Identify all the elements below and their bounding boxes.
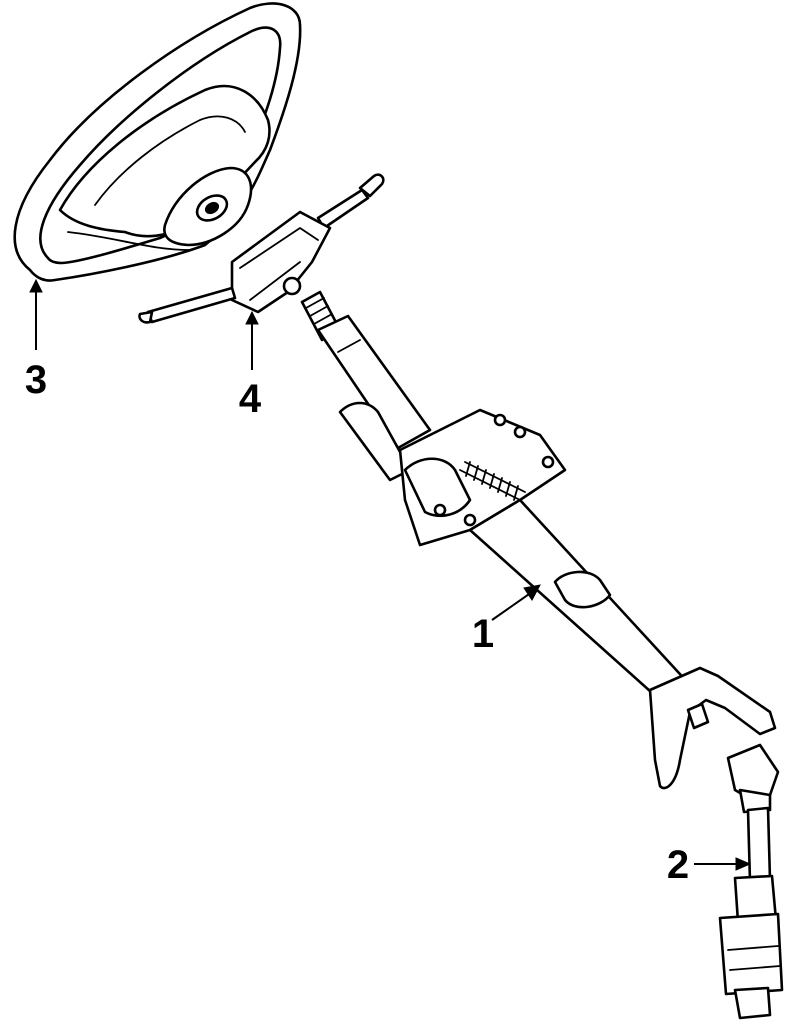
callout-3: 3	[25, 358, 47, 402]
intermediate-shaft	[718, 743, 784, 1020]
callout-2: 2	[667, 843, 689, 887]
leader-lines	[29, 278, 752, 871]
combination-switch	[138, 173, 385, 324]
callout-4: 4	[239, 377, 262, 421]
callout-1: 1	[472, 612, 494, 656]
steering-wheel	[13, 2, 302, 282]
steering-column	[300, 290, 777, 790]
